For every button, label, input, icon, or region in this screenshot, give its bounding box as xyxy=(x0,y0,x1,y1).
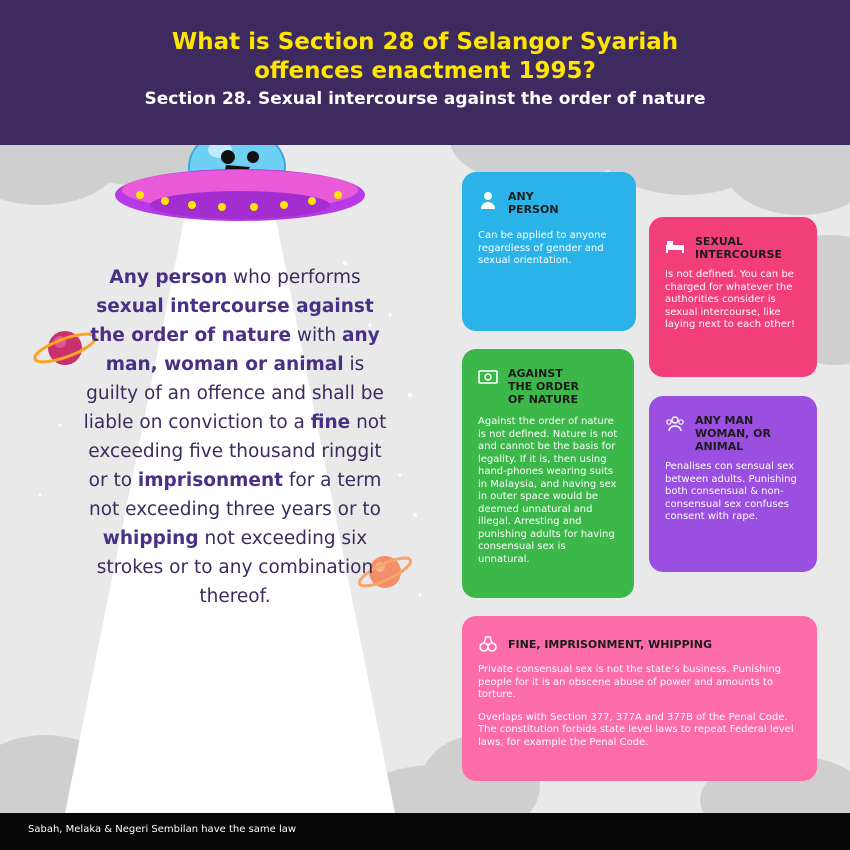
person-icon xyxy=(481,192,495,209)
card-body: Penalises con sensual sex between adults… xyxy=(665,461,797,522)
card-title: FINE, IMPRISONMENT, WHIPPING xyxy=(508,637,712,651)
title-line-1: What is Section 28 of Selangor Syariah xyxy=(171,29,679,55)
bed-icon xyxy=(666,241,684,253)
card-any-man-woman-animal: ANY MAN WOMAN, OR ANIMAL Penalises con s… xyxy=(649,396,817,572)
card-body: Can be applied to anyone regardless of g… xyxy=(478,230,607,266)
content-area: Any person who performs sexual intercour… xyxy=(0,145,850,813)
card-title: ANY PERSON xyxy=(508,190,559,216)
card-body: Private consensual sex is not the state’… xyxy=(478,664,782,700)
card-sexual-intercourse: SEXUAL INTERCOURSE Is not defined. You c… xyxy=(649,217,817,377)
card-against-nature: AGAINST THE ORDER OF NATURE Against the … xyxy=(462,349,634,598)
page-subtitle: Section 28. Sexual intercourse against t… xyxy=(144,89,706,109)
card-body: Against the order of nature is not defin… xyxy=(478,416,618,565)
footer-note: Sabah, Melaka & Negeri Sembilan have the… xyxy=(28,824,297,835)
statute-text: Any person who performs sexual intercour… xyxy=(83,267,387,607)
page-title: What is Section 28 of Selangor Syariah o… xyxy=(0,28,850,86)
card-body: Overlaps with Section 377, 377A and 377B… xyxy=(478,711,794,748)
title-line-2: offences enactment 1995? xyxy=(254,58,596,84)
card-any-person: ANY PERSON Can be applied to anyone rega… xyxy=(462,172,636,331)
card-body: Is not defined. You can be charged for w… xyxy=(665,269,795,330)
card-fine-imprisonment-whipping: FINE, IMPRISONMENT, WHIPPING Private con… xyxy=(462,616,817,781)
footer: Sabah, Melaka & Negeri Sembilan have the… xyxy=(0,813,850,850)
card-title: ANY MAN WOMAN, OR ANIMAL xyxy=(695,414,771,453)
card-title: AGAINST THE ORDER OF NATURE xyxy=(508,367,579,406)
group-icon xyxy=(666,416,684,432)
header-banner: What is Section 28 of Selangor Syariah o… xyxy=(0,0,850,145)
handcuffs-icon xyxy=(479,636,497,652)
money-icon xyxy=(478,370,498,384)
card-title: SEXUAL INTERCOURSE xyxy=(695,235,783,261)
ufo-illustration xyxy=(33,145,422,813)
